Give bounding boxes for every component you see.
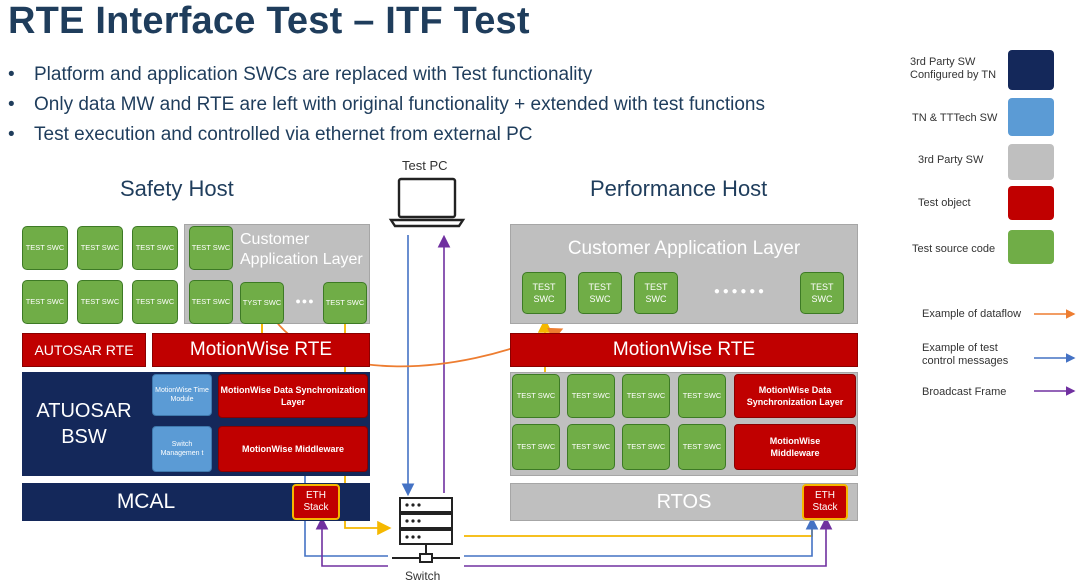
performance-test-swc: TEST SWC	[622, 424, 670, 470]
legend-swatch	[1008, 98, 1054, 136]
legend-line-swatches	[1034, 309, 1076, 396]
rtos-label: RTOS	[656, 490, 712, 513]
safety-test-swc: TEST SWC	[77, 226, 123, 270]
legend-swatch	[1008, 144, 1054, 180]
laptop-icon	[388, 177, 466, 228]
safety-motionwise-rte: MotionWise RTE	[152, 333, 370, 367]
performance-test-swc: TEST SWC	[567, 424, 615, 470]
motionwise-time-module: MotionWise Time Module	[152, 374, 212, 416]
performance-motionwise-rte: MotionWise RTE	[510, 333, 858, 367]
performance-middleware: MotionWise Middleware	[734, 424, 856, 470]
legend-label-dataflow: Example of dataflow	[922, 308, 1022, 320]
switch-management: Switch Managemen t	[152, 426, 212, 472]
performance-test-swc: TEST SWC	[678, 374, 726, 418]
safety-test-swc: TEST SWC	[22, 226, 68, 270]
safety-eth-stack: ETH Stack	[292, 484, 340, 520]
safety-blue-line	[304, 518, 388, 557]
performance-test-swc: TEST SWC	[512, 424, 560, 470]
performance-test-swc: TEST SWC	[622, 374, 670, 418]
safety-test-swc: TEST SWC	[132, 280, 178, 324]
safety-test-swc: TEST SWC	[77, 280, 123, 324]
safety-customer-layer-label: Customer Application Layer	[240, 231, 363, 268]
performance-test-swc: TEST SWC	[634, 272, 678, 314]
bullet-item: •Test execution and controlled via ether…	[8, 124, 533, 145]
legend-swatch	[1008, 230, 1054, 264]
slide-title: RTE Interface Test – ITF Test	[8, 0, 530, 42]
performance-data-sync-layer: MotionWise Data Synchronization Layer	[734, 374, 856, 418]
bullet-text: Only data MW and RTE are left with origi…	[34, 94, 765, 115]
performance-blue-line	[464, 516, 819, 557]
performance-customer-layer-label: Customer Application Layer	[567, 238, 801, 259]
safety-test-swc: TEST SWC	[22, 280, 68, 324]
legend-label-test-object: Test object	[918, 197, 971, 209]
legend-label-tn-tttech: TN & TTTech SW	[912, 112, 998, 124]
legend-label-broadcast: Broadcast Frame	[922, 386, 1007, 398]
safety-ellipsis: ●●●	[295, 296, 315, 306]
safety-purple-line	[315, 516, 388, 567]
autosar-bsw: ATUOSAR BSW	[22, 372, 146, 476]
safety-test-swc-alt: TYST SWC	[240, 282, 284, 324]
test-pc-label: Test PC	[402, 158, 448, 173]
legend-swatch	[1008, 50, 1054, 90]
legend-label-3rd-party-configured: 3rd Party SW Configured by TN	[910, 56, 997, 81]
autosar-rte: AUTOSAR RTE	[22, 333, 146, 367]
bullet-item: •Platform and application SWCs are repla…	[8, 64, 593, 85]
switch-label: Switch	[405, 569, 441, 583]
safety-middleware: MotionWise Middleware	[218, 426, 368, 472]
bullet-list: •Platform and application SWCs are repla…	[8, 60, 765, 150]
safety-test-swc: TEST SWC	[132, 226, 178, 270]
mcal-label: MCAL	[116, 490, 176, 513]
performance-test-swc: TEST SWC	[578, 272, 622, 314]
performance-test-swc: TEST SWC	[567, 374, 615, 418]
legend-label-3rd-party: 3rd Party SW	[918, 154, 984, 166]
safety-test-swc: TEST SWC	[189, 280, 233, 324]
bullet-text: Test execution and controlled via ethern…	[34, 124, 533, 145]
safety-data-sync-layer: MotionWise Data Synchronization Layer	[218, 374, 368, 418]
safety-host-title: Safety Host	[120, 176, 234, 201]
safety-test-swc: TEST SWC	[189, 226, 233, 270]
safety-test-swc: TEST SWC	[323, 282, 367, 324]
rtos: RTOS	[510, 483, 858, 521]
performance-eth-stack: ETH Stack	[802, 484, 848, 520]
legend-label-test-source: Test source code	[912, 243, 996, 255]
performance-purple-line	[464, 516, 833, 567]
performance-test-swc: TEST SWC	[678, 424, 726, 470]
performance-test-swc: TEST SWC	[800, 272, 844, 314]
performance-dots: ● ● ● ● ● ●	[713, 286, 765, 297]
legend-label-test-control: Example of test control messages	[922, 342, 1009, 367]
switch-icon	[392, 497, 460, 563]
legend-swatch	[1008, 186, 1054, 220]
performance-test-swc: TEST SWC	[522, 272, 566, 314]
performance-host-title: Performance Host	[590, 176, 768, 201]
performance-test-swc: TEST SWC	[512, 374, 560, 418]
bullet-item: •Only data MW and RTE are left with orig…	[8, 94, 765, 115]
bullet-text: Platform and application SWCs are replac…	[34, 64, 593, 85]
